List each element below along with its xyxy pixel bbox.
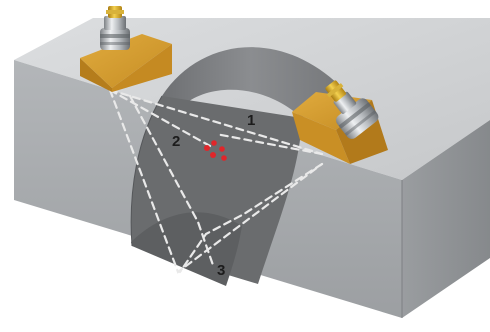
beam-path-to-defect-left xyxy=(108,88,212,148)
right-wedge-front xyxy=(292,112,350,164)
beam-path-to-defect-right xyxy=(214,132,324,156)
path-label-1: 1 xyxy=(247,112,255,129)
beam-path-direct xyxy=(108,88,324,156)
left-wedge-face xyxy=(112,44,172,92)
beam-path-reflected xyxy=(128,94,216,270)
ultrasonic-transducer-icon xyxy=(325,80,379,139)
defect-dot xyxy=(211,140,217,146)
weld-cap xyxy=(162,47,340,118)
defect-dot xyxy=(204,145,210,151)
path-label-2: 2 xyxy=(172,133,180,150)
weld-fusion-line-left xyxy=(130,95,163,247)
left-probe xyxy=(80,6,172,92)
weld-defects xyxy=(204,140,227,161)
beam-path-skip-left xyxy=(108,88,324,274)
beam-paths xyxy=(108,88,324,274)
right-probe xyxy=(292,80,388,164)
plate-side-face xyxy=(402,120,490,318)
beam-path-skip-right xyxy=(178,162,324,274)
ultrasonic-transducer-icon xyxy=(100,6,130,50)
path-label-3: 3 xyxy=(217,262,225,279)
defect-dot xyxy=(219,146,225,152)
defect-dot xyxy=(210,152,216,158)
left-wedge-front xyxy=(80,58,112,92)
left-wedge-top xyxy=(80,34,172,88)
defect-dot xyxy=(221,155,227,161)
